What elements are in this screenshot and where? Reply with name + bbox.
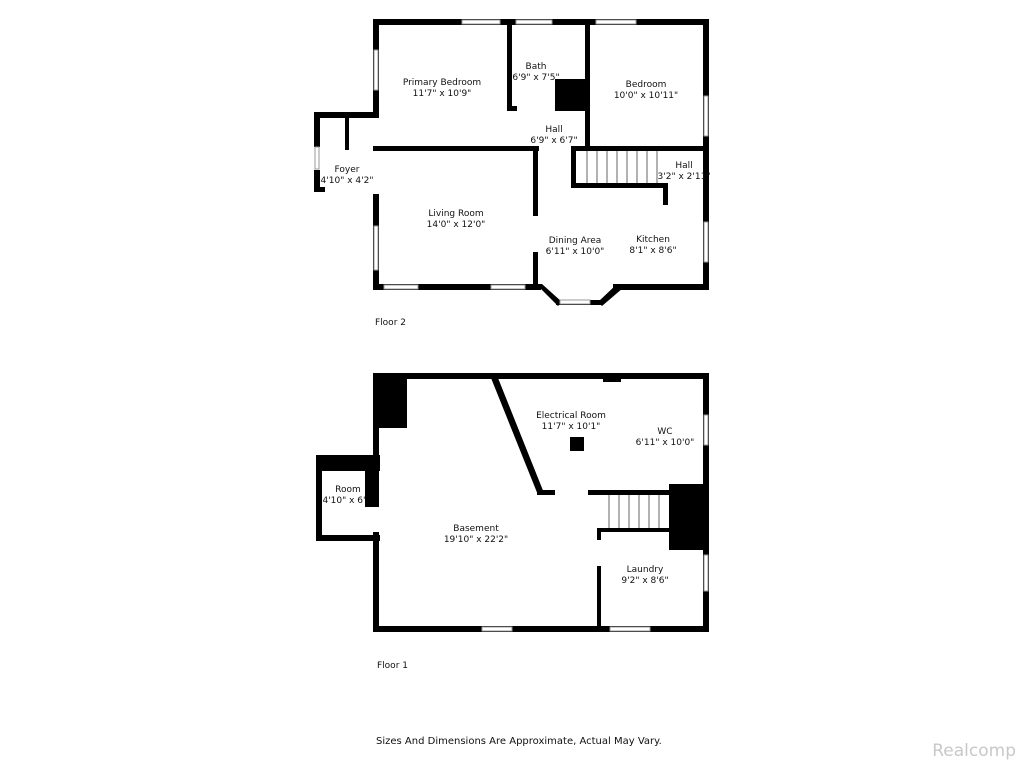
room-size: 10'0" x 10'11" <box>614 91 678 101</box>
room-name: Living Room <box>428 209 483 219</box>
room-size: 19'10" x 22'2" <box>444 535 508 545</box>
room-size: 6'11" x 10'0" <box>636 438 695 448</box>
stairs-floor-1 <box>608 495 660 528</box>
room-size: 6'9" x 7'5" <box>512 73 559 83</box>
room-name: Basement <box>453 524 499 534</box>
floor-2-plan <box>314 19 709 306</box>
room-name: Foyer <box>335 165 360 175</box>
floor-1-plan <box>316 373 709 632</box>
room-size: 3'2" x 2'11" <box>658 172 711 182</box>
room-name: Bedroom <box>626 80 667 90</box>
floor-label: Floor 1 <box>377 661 408 671</box>
floor-label: Floor 2 <box>375 318 406 328</box>
room-name: Hall <box>675 161 692 171</box>
room-name: Electrical Room <box>536 411 606 421</box>
floor-2-labels: Primary Bedroom 11'7" x 10'9" Bath 6'9" … <box>321 62 711 328</box>
room-size: 8'1" x 8'6" <box>629 246 676 256</box>
room-name: Kitchen <box>636 235 670 245</box>
room-size: 14'0" x 12'0" <box>427 220 486 230</box>
stairs-floor-2 <box>586 151 658 183</box>
room-size: 4'10" x 6' <box>322 496 365 506</box>
brand-watermark: Realcomp <box>932 741 1016 761</box>
room-size: 6'11" x 10'0" <box>546 247 605 257</box>
floor-1-labels: Electrical Room 11'7" x 10'1" WC 6'11" x… <box>322 411 694 671</box>
room-name: Hall <box>545 125 562 135</box>
room-name: Room <box>335 485 361 495</box>
room-size: 4'10" x 4'2" <box>321 176 374 186</box>
room-size: 11'7" x 10'9" <box>413 89 472 99</box>
room-name: Primary Bedroom <box>403 78 481 88</box>
room-size: 11'7" x 10'1" <box>542 422 601 432</box>
room-name: Bath <box>526 62 547 72</box>
disclaimer: Sizes And Dimensions Are Approximate, Ac… <box>376 736 662 747</box>
room-name: Dining Area <box>549 236 602 246</box>
room-name: Laundry <box>627 565 664 575</box>
room-name: WC <box>657 427 672 437</box>
room-size: 6'9" x 6'7" <box>530 136 577 146</box>
room-size: 9'2" x 8'6" <box>621 576 668 586</box>
